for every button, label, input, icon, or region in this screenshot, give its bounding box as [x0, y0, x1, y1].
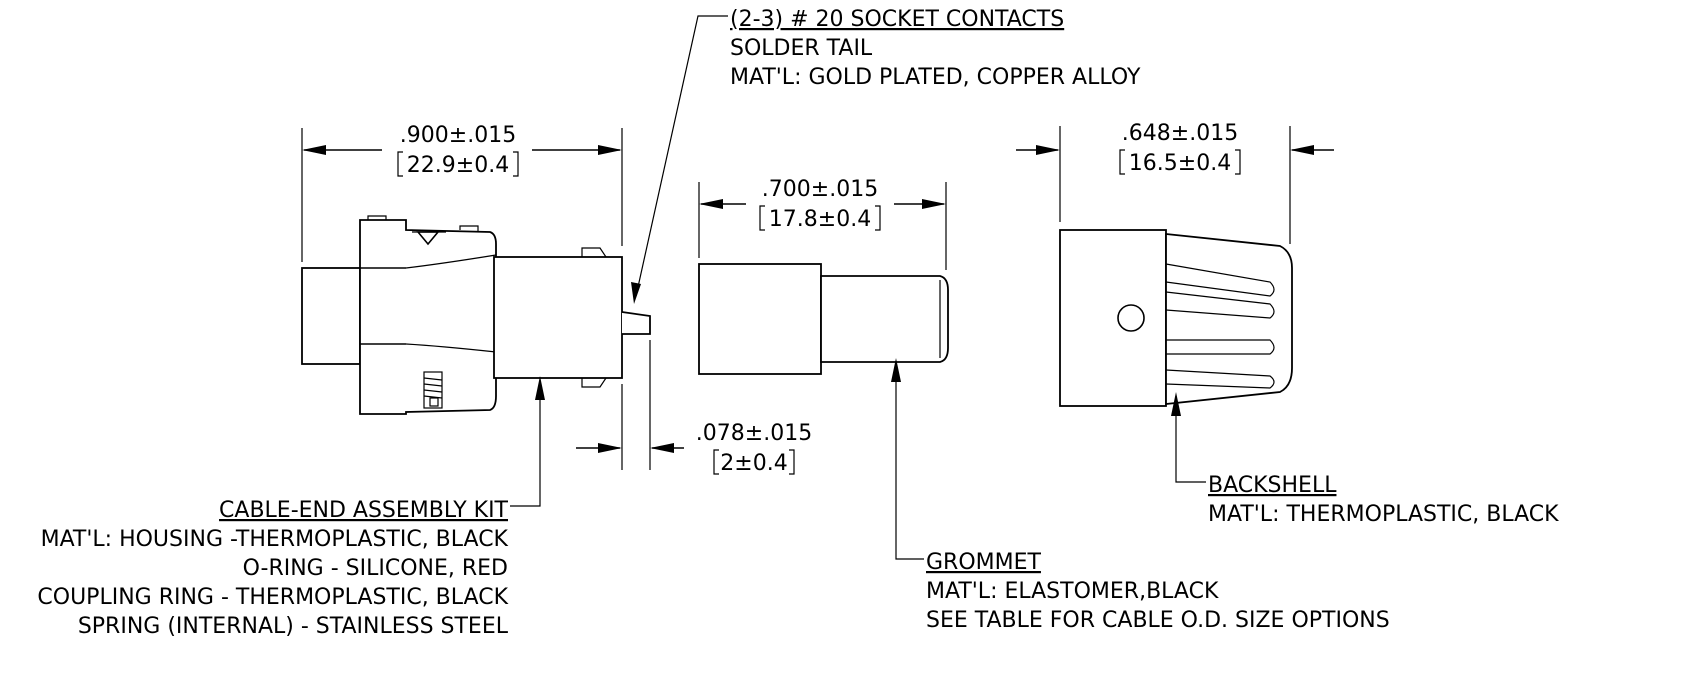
- dimension-grommet-length: .700±.015 17.8±0.4: [698, 177, 947, 270]
- callout-backshell: BACKSHELL MAT'L: THERMOPLASTIC, BLACK: [1208, 473, 1559, 527]
- spring-icon: [423, 371, 443, 409]
- contacts-title: (2-3) # 20 SOCKET CONTACTS: [730, 7, 1064, 32]
- contacts-line-1: SOLDER TAIL: [730, 36, 873, 61]
- leader-backshell: [1171, 392, 1206, 483]
- callout-cable-end: CABLE-END ASSEMBLY KIT MAT'L: HOUSING -T…: [37, 498, 508, 639]
- dim-grommet-mm: 17.8±0.4: [769, 207, 871, 232]
- dim-tail-mm: 2±0.4: [720, 451, 787, 476]
- grommet-line-1: MAT'L: ELASTOMER,BLACK: [926, 579, 1219, 604]
- dim-tail-inch: .078±.015: [696, 421, 812, 446]
- dim-backshell-inch: .648±.015: [1122, 121, 1238, 146]
- dimension-tail-length: .078±.015 2±0.4: [576, 340, 812, 476]
- dimension-backshell-length: .648±.015 16.5±0.4: [1016, 121, 1334, 244]
- callout-contacts: (2-3) # 20 SOCKET CONTACTS SOLDER TAIL M…: [730, 7, 1141, 90]
- cable-end-line-1: MAT'L: HOUSING -THERMOPLASTIC, BLACK: [41, 527, 509, 552]
- dimension-assembly-length: .900±.015 22.9±0.4: [301, 123, 623, 262]
- backshell-line-1: MAT'L: THERMOPLASTIC, BLACK: [1208, 502, 1559, 527]
- dim-backshell-mm: 16.5±0.4: [1129, 151, 1231, 176]
- grommet-line-2: SEE TABLE FOR CABLE O.D. SIZE OPTIONS: [926, 608, 1390, 633]
- dim-assembly-mm: 22.9±0.4: [407, 153, 509, 178]
- dim-grommet-inch: .700±.015: [762, 177, 878, 202]
- cable-end-assembly-view: [301, 215, 651, 415]
- backshell-view: [1059, 229, 1293, 407]
- grommet-view: [698, 263, 949, 375]
- dim-assembly-inch: .900±.015: [400, 123, 516, 148]
- backshell-title: BACKSHELL: [1208, 473, 1337, 498]
- cable-end-line-4: SPRING (INTERNAL) - STAINLESS STEEL: [78, 614, 509, 639]
- callout-grommet: GROMMET MAT'L: ELASTOMER,BLACK SEE TABLE…: [926, 550, 1390, 633]
- leader-contacts: [631, 15, 728, 304]
- grommet-title: GROMMET: [926, 550, 1042, 575]
- leader-grommet: [891, 358, 924, 560]
- contacts-line-2: MAT'L: GOLD PLATED, COPPER ALLOY: [730, 65, 1141, 90]
- cable-end-line-2: O-RING - SILICONE, RED: [243, 556, 508, 581]
- cable-end-line-3: COUPLING RING - THERMOPLASTIC, BLACK: [37, 585, 508, 610]
- leader-cable-end: [510, 376, 545, 507]
- cable-end-title: CABLE-END ASSEMBLY KIT: [219, 498, 509, 523]
